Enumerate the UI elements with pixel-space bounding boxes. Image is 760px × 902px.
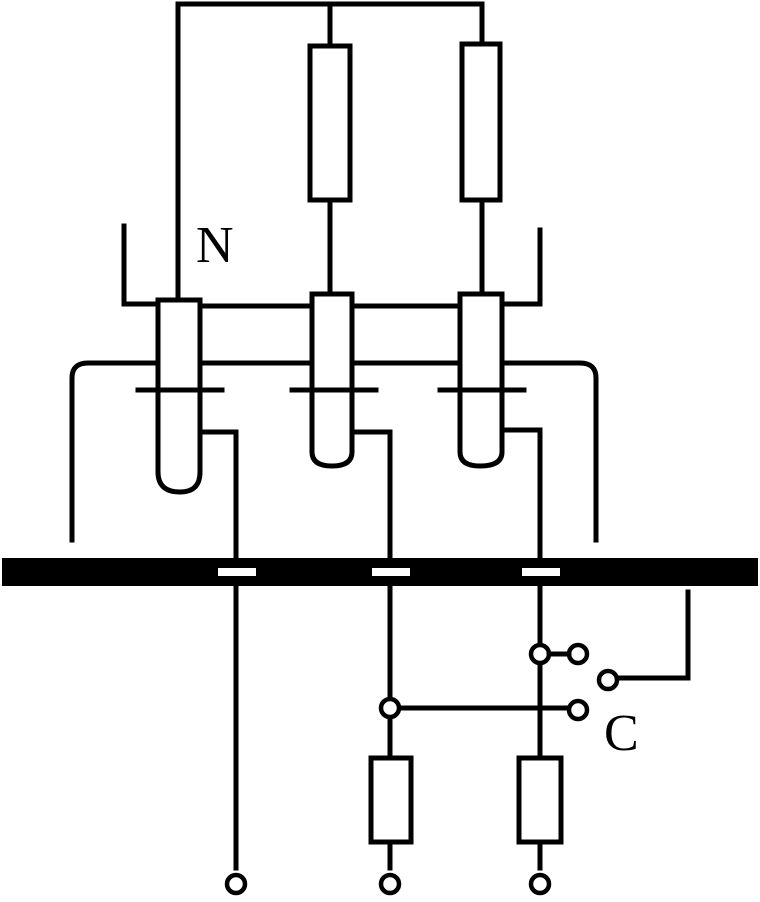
terminal-contact-upper	[566, 642, 590, 666]
plate-gap-left	[218, 568, 256, 576]
label-contact: C	[604, 705, 639, 762]
bushing-tube-middle	[309, 291, 355, 469]
fuse-right	[516, 755, 564, 845]
label-neutral: N	[196, 217, 234, 274]
bushing-tube-right	[457, 291, 505, 469]
contact-arm	[609, 589, 691, 681]
right-bracket	[499, 227, 543, 307]
output-terminal-middle	[378, 872, 402, 896]
output-terminal-left	[224, 872, 248, 896]
left-bracket	[121, 223, 165, 307]
upper-resistor-right	[459, 41, 503, 203]
terminal-contact-arm	[596, 668, 620, 692]
plate-gap-middle	[372, 568, 410, 576]
secondary-lead-middle	[349, 429, 393, 871]
output-terminal-right	[528, 872, 552, 896]
bushing-tube-left	[155, 297, 203, 495]
secondary-lead-right	[499, 427, 543, 871]
fuse-middle	[368, 755, 414, 845]
plate-gap-right	[522, 568, 560, 576]
terminal-contact-lower	[566, 698, 590, 722]
terminal-right-tap	[528, 642, 552, 666]
secondary-lead-left	[197, 429, 239, 871]
terminal-middle-junction	[378, 696, 402, 720]
upper-resistor-left	[307, 43, 353, 203]
